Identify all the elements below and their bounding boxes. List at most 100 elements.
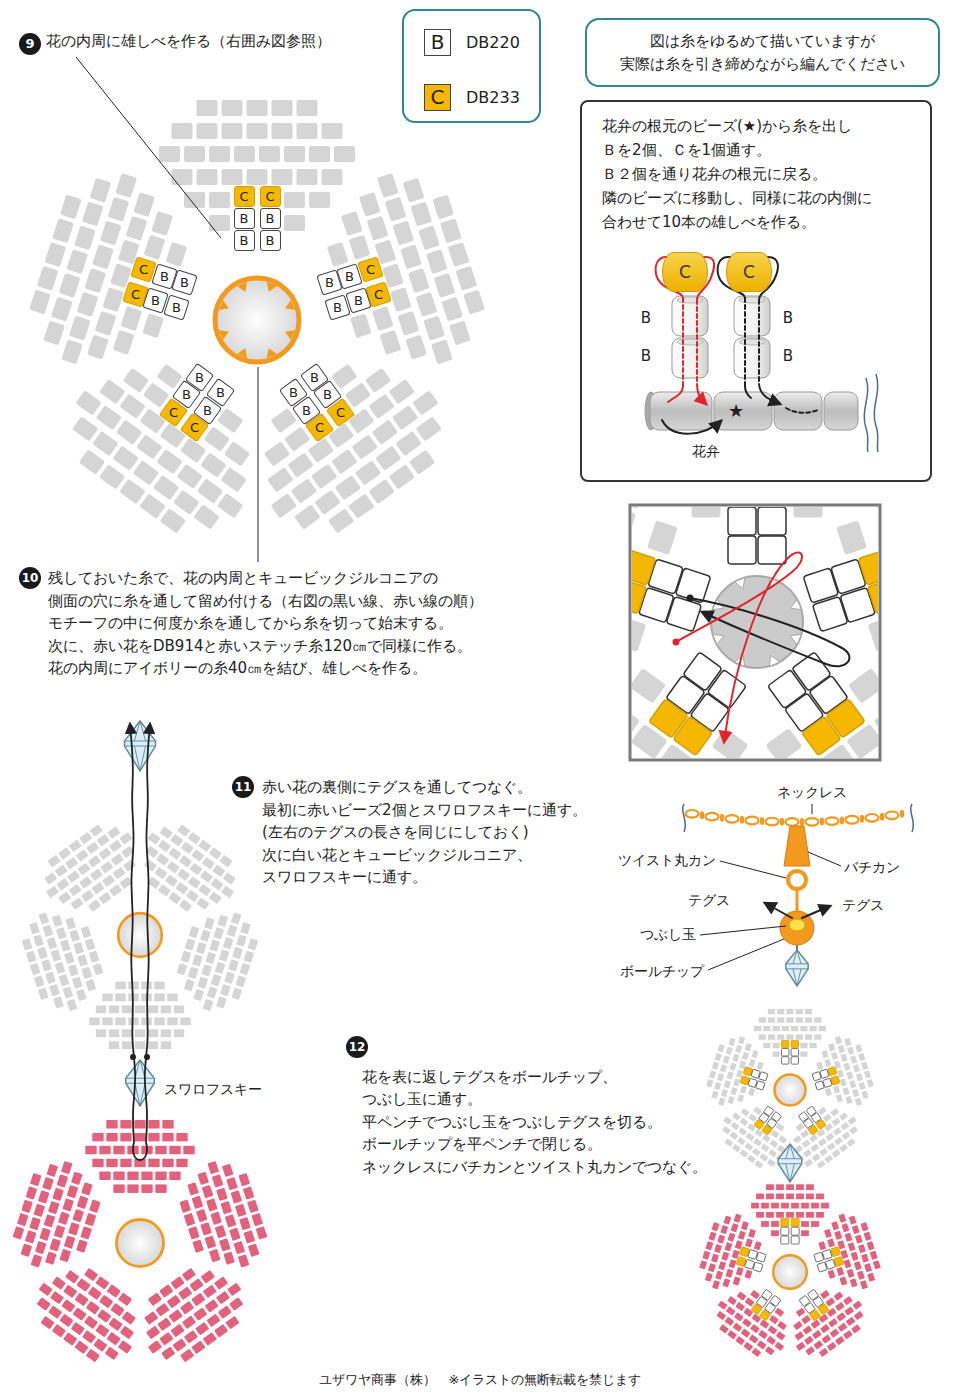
cubic-zirconia [118,913,162,957]
node-text: C [139,263,148,276]
petal-bead [771,1221,780,1228]
thread [758,300,760,384]
petal-bead [816,1211,825,1218]
petal-bead [50,949,62,963]
cubic-zirconia [116,1219,163,1266]
petal-bead [307,437,335,464]
petal-bead [171,123,193,140]
stamen-bead [734,338,770,378]
petal-bead [99,1171,111,1181]
petal-bead [455,265,478,291]
petal-bead [113,1171,125,1181]
zoom-frame [630,505,880,760]
petal-bead [21,1199,34,1214]
petal-bead [187,1226,200,1241]
petal-bead [53,1224,66,1239]
stamen-bead [799,1295,810,1306]
petal-bead [284,146,306,163]
petal-bead [405,334,428,360]
petal-bead [196,478,224,505]
petal-bead [791,1025,799,1031]
stamen-bead [817,1262,827,1272]
petal-bead [839,1276,848,1286]
petal-bead [221,1163,234,1178]
ball-tip-hook [796,889,799,911]
node-text: C [131,288,140,301]
petal-bead [209,215,231,232]
line-end-mark [874,374,878,452]
petal-bead [40,1315,56,1330]
petal-bead [85,978,97,992]
stamen-bead [814,1252,824,1262]
line-end [144,1054,150,1060]
petal-bead [415,415,443,442]
node-text: B [180,276,189,289]
petal-bead [127,1184,139,1194]
petal-bead [863,1262,872,1272]
stamen-bead: B [234,208,255,229]
petal-bead [213,926,225,940]
petal-bead [172,489,200,516]
petal-bead [238,1172,251,1187]
petal-bead [119,831,133,845]
petal-bead [397,310,420,336]
petal-bead [127,1171,139,1181]
petal-bead [334,146,356,163]
petal-bead [800,1025,808,1031]
callout-badge [232,776,254,798]
setting-hole [734,578,744,589]
petal-bead [155,1184,167,1194]
stamen-bead [672,338,708,378]
petal-bead [211,1174,224,1189]
petal-bead [195,1208,208,1223]
petal-bead [16,1212,29,1227]
petal-bead [115,981,126,990]
petal-bead [818,1347,829,1358]
node-text: B [325,276,334,289]
petal-bead [112,329,135,355]
petal-bead [76,291,99,317]
petal-bead [795,1341,806,1352]
petal-bead [115,419,143,446]
petal-bead [724,1138,734,1148]
petal-bead [781,1025,789,1031]
petal-bead [195,941,207,955]
line-end-mark [683,804,686,832]
petal-bead [716,1072,724,1082]
petal-bead [448,320,471,346]
petal-bead [736,1093,744,1103]
petal-bead [200,452,228,479]
petal-bead [379,329,402,355]
petal-bead [205,951,217,965]
step-heading: 花の内周に雄しべを作る（右囲み図参照） [46,32,331,51]
petal-bead [63,951,75,965]
petal-bead [270,492,298,519]
crystal-bead [126,1060,155,1106]
petal-bead [88,1199,101,1214]
petal-bead [44,241,67,267]
petal-bead [220,885,234,899]
petal-bead [718,1261,727,1271]
stamen-bead [781,1057,788,1064]
stamen-bead [649,699,688,738]
petal-bead [296,100,318,117]
petal-bead [321,169,343,186]
petal-bead [720,1088,728,1098]
petal-bead [50,296,73,322]
note-box: 図は糸をゆるめて描いていますが 実際は糸を引き締めながら編んでください [585,18,940,87]
petal-bead [217,914,229,928]
petal-bead [89,1017,100,1026]
petal-bead [204,1235,217,1250]
chain-link [806,818,819,826]
petal-bead [151,210,174,236]
petal-bead [251,1212,264,1227]
step-text: 花を表に返しテグスをボールチップ、 つぶし玉に通す。 平ペンチでつぶし玉をつぶし… [362,1066,703,1178]
petal-bead [857,1052,865,1062]
petal-bead [726,1071,734,1081]
petal-bead [777,1034,785,1040]
petal-bead [751,1202,760,1209]
petal-bead [259,146,281,163]
petal-bead [243,950,255,964]
petal-bead [65,917,77,931]
petal-bead [197,976,209,990]
